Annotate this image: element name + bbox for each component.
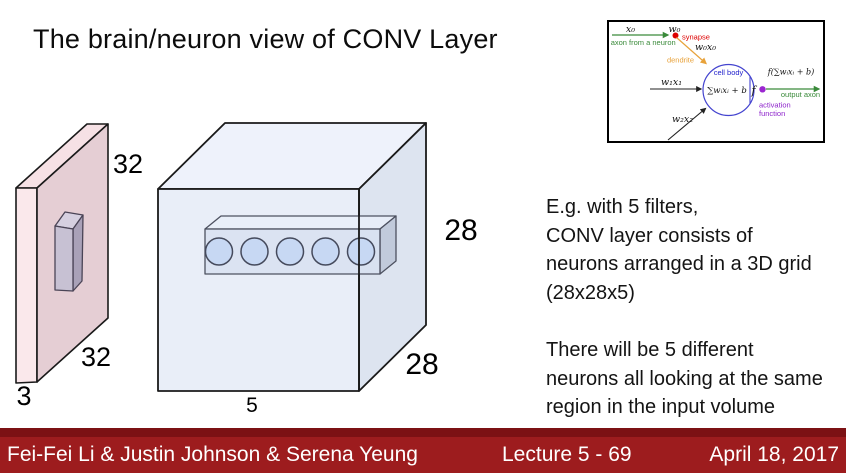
input-depth-label: 3	[16, 381, 31, 411]
footer-bar: Fei-Fei Li & Justin Johnson & Serena Yeu…	[0, 437, 846, 473]
cell-body: cell body ∑wᵢxᵢ + b f	[702, 63, 758, 117]
slide-title: The brain/neuron view of CONV Layer	[33, 24, 498, 54]
axon-input: x₀ w₀ synapse axon from a neuron	[611, 24, 710, 47]
neuron-strip-top	[204, 215, 397, 230]
axon-from-neuron-label: axon from a neuron	[611, 38, 676, 47]
x0-label: x₀	[626, 24, 635, 35]
dendrite-label: dendrite	[667, 56, 694, 65]
activation-label-2: function	[759, 109, 785, 118]
notes-paragraph-2: There will be 5 different neurons all lo…	[546, 339, 823, 418]
activation-dot	[759, 86, 766, 93]
synapse-label: synapse	[682, 33, 710, 42]
receptive-field-box	[54, 211, 84, 292]
neuron-circle-4	[311, 237, 340, 266]
notes-block: E.g. with 5 filters, CONV layer consists…	[546, 193, 846, 422]
w0-label: w₀	[669, 24, 681, 35]
footer-lecture-number: Lecture 5 - 69	[502, 443, 632, 466]
neuron-inset-diagram: x₀ w₀ synapse axon from a neuron w₀x₀ de…	[607, 20, 825, 143]
neuron-circle-5	[346, 237, 376, 266]
receptive-field-side	[72, 214, 84, 292]
synapse-dot	[672, 32, 679, 39]
w1x1-label: w₁x₁	[661, 77, 682, 88]
input-width-label: 32	[81, 342, 111, 372]
f-label: f	[751, 84, 758, 97]
footer-date: April 18, 2017	[709, 443, 839, 466]
output-formula: f(∑wᵢxᵢ + b)	[767, 68, 814, 77]
w0x0-label: w₀x₀	[695, 42, 716, 53]
activation-output: f(∑wᵢxᵢ + b) output axon activation func…	[759, 68, 821, 118]
volumes-diagram: 32 32 3 28 28 5	[15, 122, 478, 417]
input-height-label: 32	[113, 149, 143, 179]
inputs-w1-w2: w₁x₁ w₂x₂	[650, 77, 707, 141]
conv-width-label: 28	[405, 348, 438, 381]
neuron-circle-2	[240, 237, 269, 266]
w2x2-label: w₂x₂	[672, 114, 693, 125]
notes-paragraph-1: E.g. with 5 filters, CONV layer consists…	[546, 196, 812, 304]
footer-authors: Fei-Fei Li & Justin Johnson & Serena Yeu…	[7, 443, 418, 466]
conv-height-label: 28	[444, 214, 477, 247]
output-axon-label: output axon	[781, 90, 820, 99]
conv-depth-label: 5	[246, 394, 258, 417]
neuron-circle-1	[204, 237, 234, 266]
dendrite: w₀x₀ dendrite	[667, 37, 716, 65]
neuron-circle-3	[275, 237, 305, 266]
input-volume-front-face	[15, 187, 38, 384]
cell-body-label: cell body	[714, 68, 744, 77]
footer-shadow	[0, 428, 846, 437]
activation-label-1: activation	[759, 101, 791, 110]
receptive-field-front	[54, 225, 74, 292]
sum-formula: ∑wᵢxᵢ + b	[707, 86, 747, 96]
neuron-circles	[204, 237, 376, 266]
